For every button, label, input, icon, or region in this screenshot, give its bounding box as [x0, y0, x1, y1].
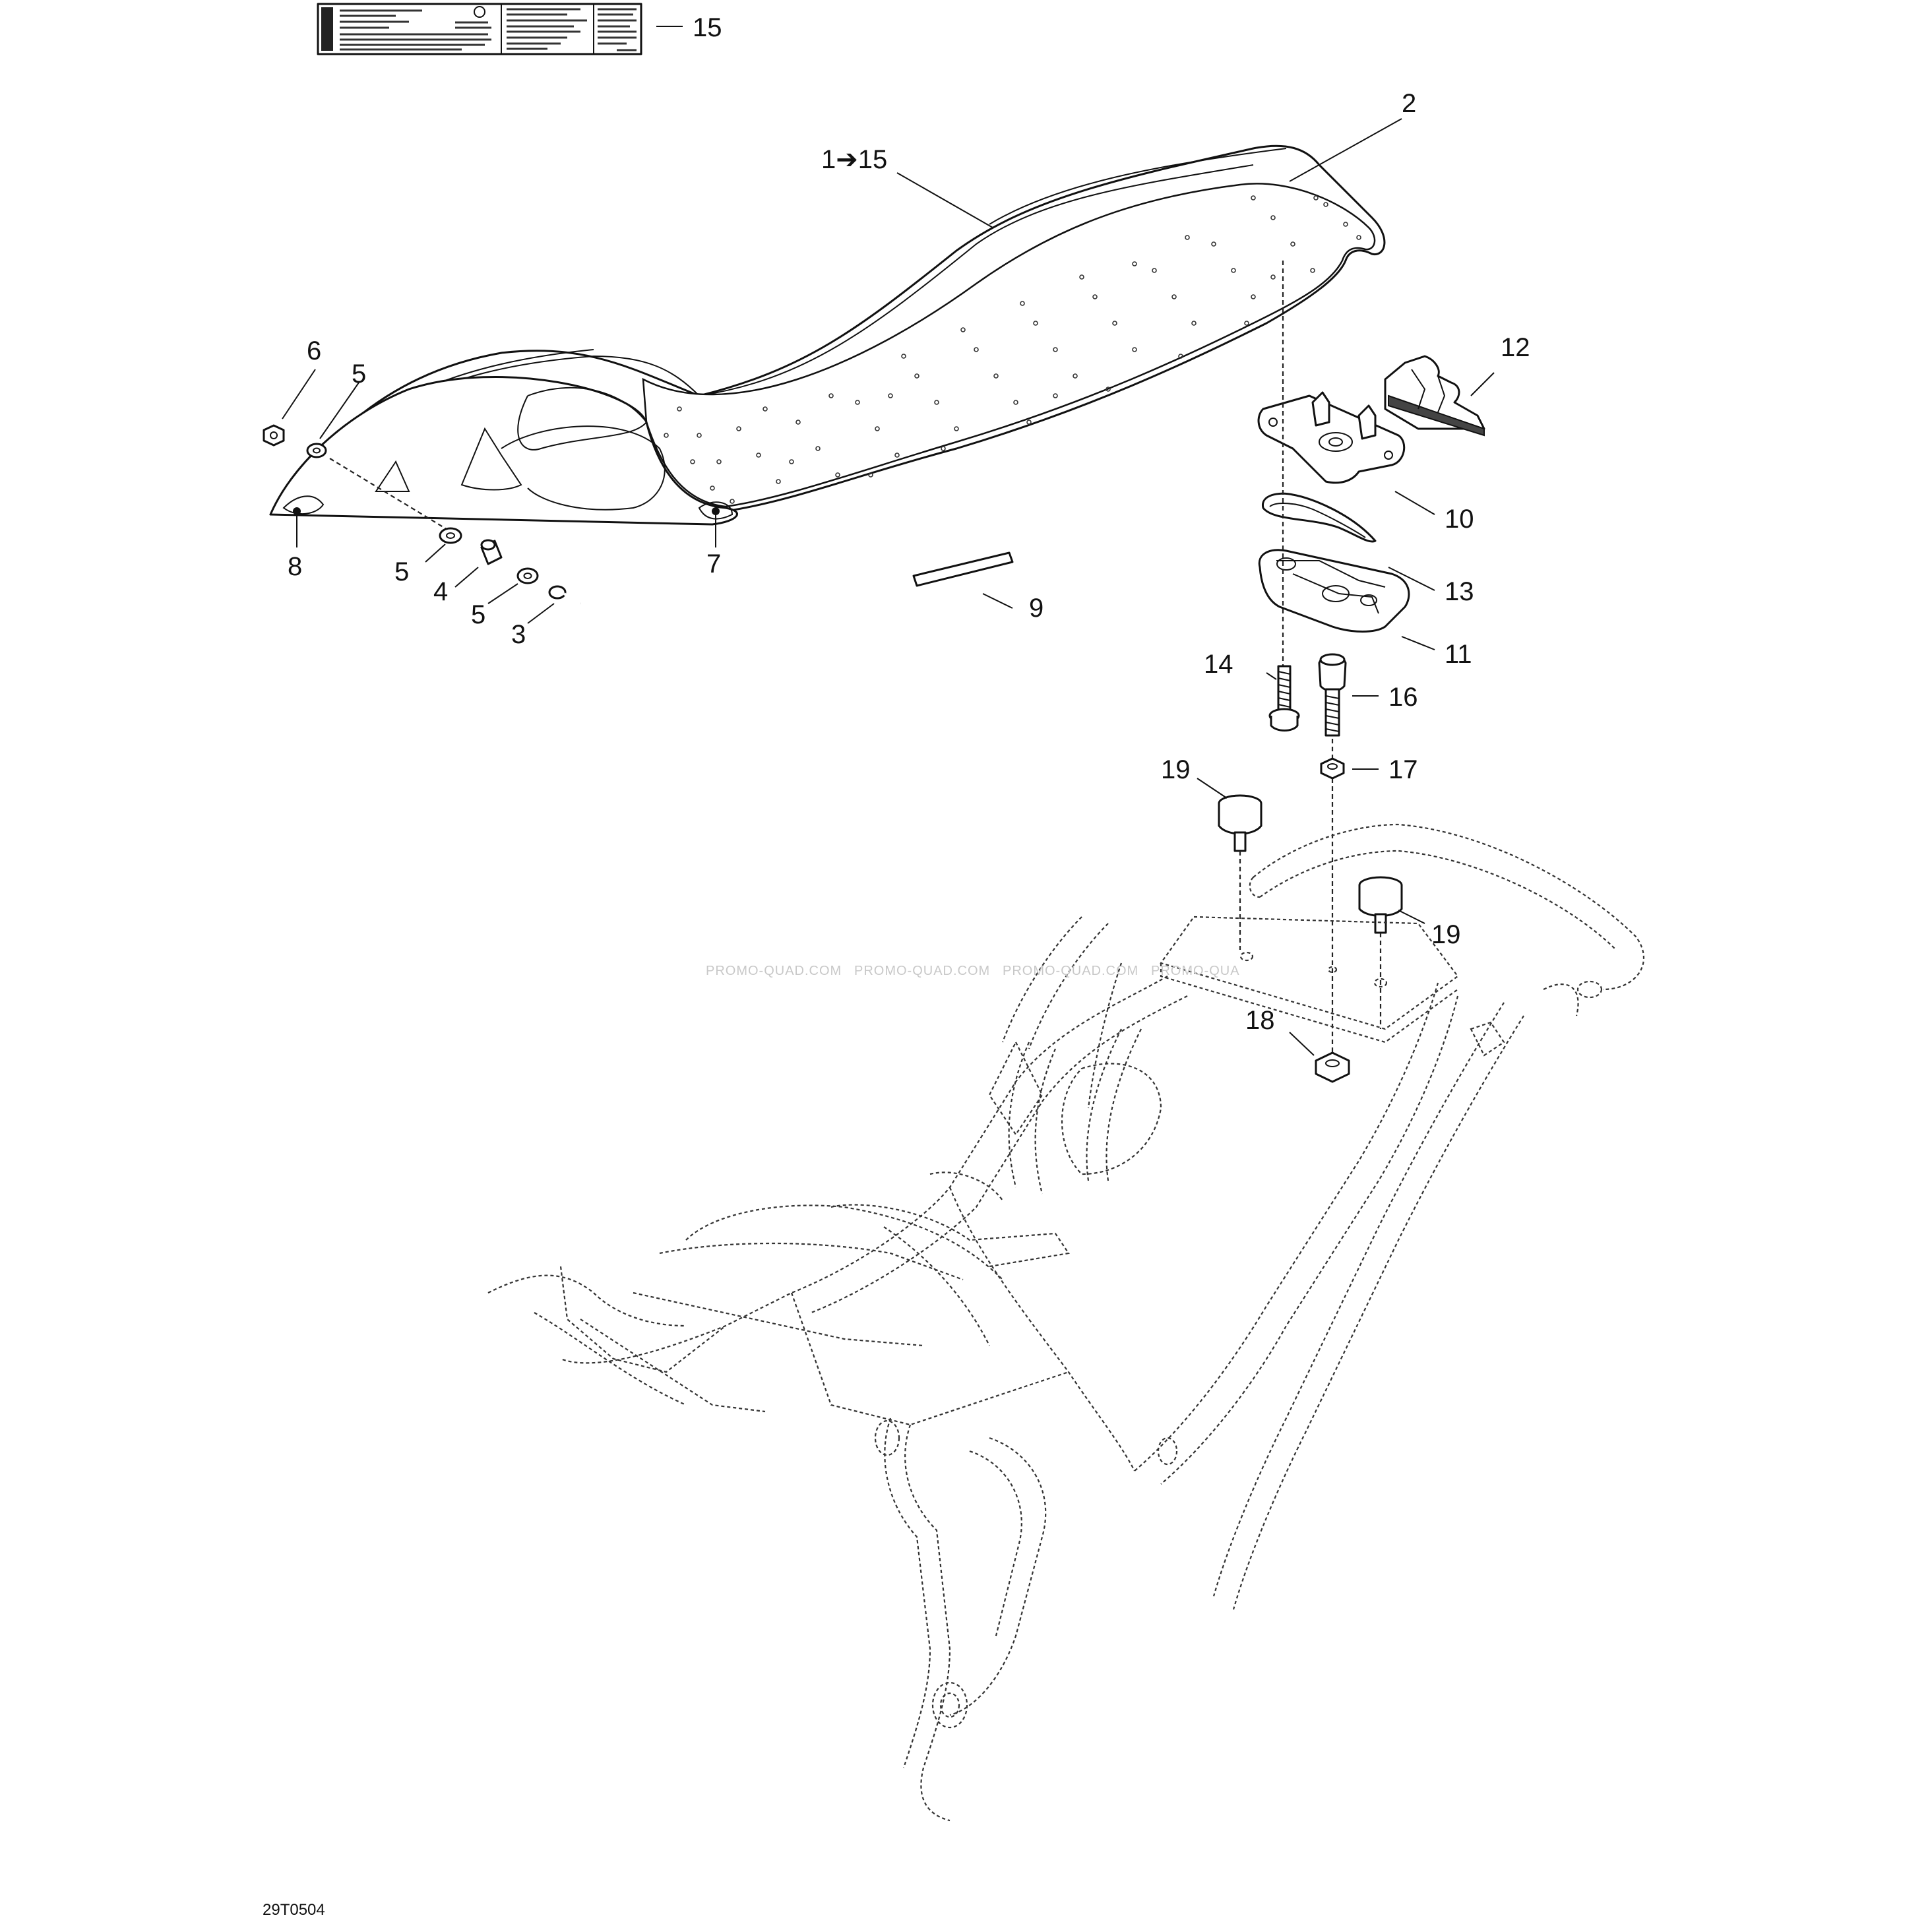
callout-4: 4: [433, 577, 448, 606]
nut-6: [263, 424, 285, 447]
callout-16: 16: [1388, 683, 1418, 712]
rubber-bumper-19-right: [1358, 876, 1403, 934]
callout-15-label: 15: [693, 13, 722, 42]
watermark-text-3: PROMO-QUAD.COM: [1003, 964, 1138, 978]
latch-plate-10: [1257, 391, 1406, 484]
watermark-text-4: PROMO-QUA: [1151, 964, 1240, 978]
callout-19-upper: 19: [1161, 755, 1191, 784]
washer-5-top: [306, 443, 327, 458]
callout-1-to-15: 1➔15: [821, 145, 887, 174]
callout-13: 13: [1445, 577, 1474, 606]
latch-hook-12: [1384, 355, 1485, 437]
callout-8: 8: [288, 552, 302, 581]
figure-reference-code: 29T0504: [263, 1901, 325, 1919]
callout-7: 7: [706, 549, 721, 578]
callout-10: 10: [1445, 505, 1474, 534]
stud-16: [1318, 653, 1347, 737]
callout-5-middle: 5: [394, 557, 409, 586]
washer-5-bottom: [516, 567, 539, 584]
callout-11: 11: [1445, 640, 1472, 669]
bolt-14: [1268, 665, 1300, 732]
callout-14: 14: [1204, 650, 1233, 679]
seat-assembly: [269, 144, 1386, 526]
washer-5-middle: [439, 527, 462, 544]
latch-base-11: [1258, 549, 1410, 633]
nut-17: [1320, 757, 1345, 780]
watermark-text-1: PROMO-QUAD.COM: [706, 964, 842, 978]
warning-label-decal: [317, 3, 642, 55]
callout-3: 3: [511, 620, 526, 649]
callout-9: 9: [1029, 594, 1044, 623]
centerline-hardware: [329, 458, 456, 535]
watermark-text-2: PROMO-QUAD.COM: [854, 964, 990, 978]
callout-18: 18: [1245, 1006, 1275, 1035]
vehicle-frame-phantom: [487, 823, 1644, 1822]
callout-2: 2: [1402, 89, 1416, 118]
pad-9: [912, 551, 1014, 587]
seal-ring-13: [1262, 492, 1377, 543]
callout-17: 17: [1388, 755, 1418, 784]
flange-nut-18: [1315, 1051, 1350, 1083]
watermark: PROMO-QUAD.COM PROMO-QUAD.COM PROMO-QUAD…: [706, 964, 1240, 978]
callout-numbers: 15 2 1➔15 6 5 5 4 5 3 8 7 9 10 11 12 13 …: [288, 13, 1530, 1035]
callout-19-lower: 19: [1431, 920, 1461, 949]
leader-lines: [282, 26, 1495, 1056]
rubber-bumper-19-left: [1218, 794, 1262, 852]
callout-5-lower: 5: [471, 600, 485, 629]
spacer-4: [480, 539, 503, 565]
callout-6: 6: [307, 336, 321, 365]
callout-5-upper: 5: [352, 359, 366, 389]
callout-12: 12: [1501, 333, 1530, 362]
screw-3: [548, 585, 582, 605]
